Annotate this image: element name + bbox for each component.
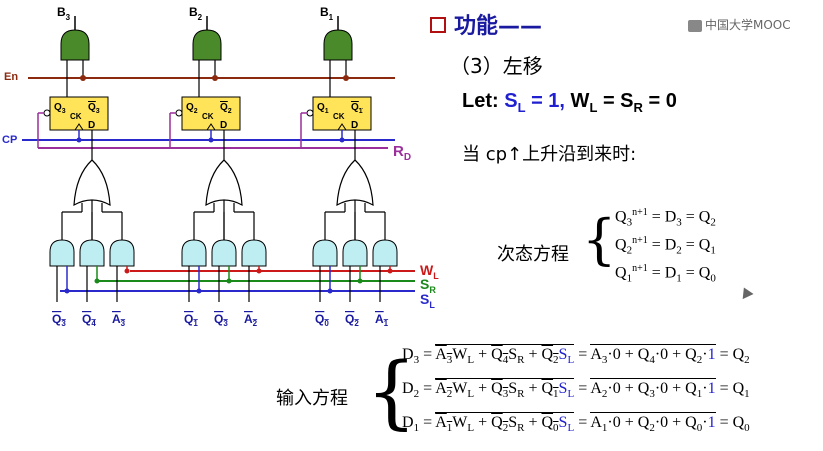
title-bullet-icon xyxy=(430,17,446,33)
input-signal-label: Q3 xyxy=(214,312,228,328)
ff-d-label: D xyxy=(88,120,95,131)
en-label: En xyxy=(4,71,18,83)
input-signal-label: A1 xyxy=(375,312,389,328)
ff-d-label: D xyxy=(220,120,227,131)
input-signal-label: Q2 xyxy=(345,312,359,328)
ff-ck-label: CK xyxy=(202,112,214,121)
clock-condition: 当 cp↑上升沿到来时: xyxy=(462,144,637,165)
output-and-gate xyxy=(323,29,353,61)
output-label: B1 xyxy=(320,5,334,22)
and-gate xyxy=(342,239,368,267)
and-gate xyxy=(312,239,338,267)
slide-title: 功能—— xyxy=(430,8,542,40)
mooc-logo-icon xyxy=(688,19,702,32)
ff-d-label: D xyxy=(351,120,358,131)
next-state-equation: Q3n+1 = D3 = Q2 xyxy=(615,207,716,229)
wl-label: WL xyxy=(420,262,439,281)
and-gate xyxy=(49,239,75,267)
input-signal-label: Q0 xyxy=(315,312,329,328)
sl-label: SL xyxy=(420,291,435,310)
input-signal-label: A3 xyxy=(112,312,126,328)
cp-label: CP xyxy=(2,134,17,146)
or-gate xyxy=(336,159,374,207)
title-text: 功能—— xyxy=(454,14,543,39)
input-equation: D3 = A3WL + Q4SR + Q2SL = A3·0 + Q4·0 + … xyxy=(402,344,750,367)
input-equation: D1 = A1WL + Q2SR + Q0SL = A1·0 + Q2·0 + … xyxy=(402,412,750,435)
input-signal-label: A2 xyxy=(244,312,258,328)
output-and-gate xyxy=(60,29,90,61)
logo-text: 中国大学MOOC xyxy=(705,18,791,32)
and-gate xyxy=(109,239,135,267)
ff-ck-label: CK xyxy=(333,112,345,121)
output-and-gate xyxy=(192,29,222,61)
ff-q-label: Q3 xyxy=(54,102,66,115)
ff-q-label: Q2 xyxy=(186,102,198,115)
next-state-label: 次态方程 xyxy=(497,244,569,265)
next-state-brace: { xyxy=(582,208,617,271)
and-gate xyxy=(241,239,267,267)
and-gate xyxy=(372,239,398,267)
mouse-cursor-icon xyxy=(738,284,754,300)
output-label: B2 xyxy=(189,5,203,22)
output-label: B3 xyxy=(57,5,71,22)
or-gate xyxy=(205,159,243,207)
ff-q-label: Q1 xyxy=(317,102,329,115)
input-eq-label: 输入方程 xyxy=(276,388,348,409)
ff-qbar-label: Q1 xyxy=(351,102,363,115)
input-signal-label: Q1 xyxy=(184,312,198,328)
ff-qbar-label: Q2 xyxy=(220,102,232,115)
sr-label: SR xyxy=(420,276,436,295)
and-gate xyxy=(211,239,237,267)
ff-ck-label: CK xyxy=(70,112,82,121)
rd-label: RD xyxy=(393,143,411,163)
let-condition: Let: SL = 1, WL = SR = 0 xyxy=(462,90,677,115)
section-heading: （3）左移 xyxy=(450,54,543,78)
next-state-equation: Q2n+1 = D2 = Q1 xyxy=(615,235,716,257)
mooc-logo: 中国大学MOOC xyxy=(688,16,791,33)
and-gate xyxy=(181,239,207,267)
ff-qbar-label: Q3 xyxy=(88,102,100,115)
input-eq-brace: { xyxy=(366,345,417,438)
or-gate xyxy=(73,159,111,207)
next-state-equation: Q1n+1 = D1 = Q0 xyxy=(615,263,716,285)
and-gate xyxy=(79,239,105,267)
input-signal-label: Q3 xyxy=(52,312,66,328)
input-signal-label: Q4 xyxy=(82,312,96,328)
input-equation: D2 = A2WL + Q3SR + Q1SL = A2·0 + Q3·0 + … xyxy=(402,378,750,401)
